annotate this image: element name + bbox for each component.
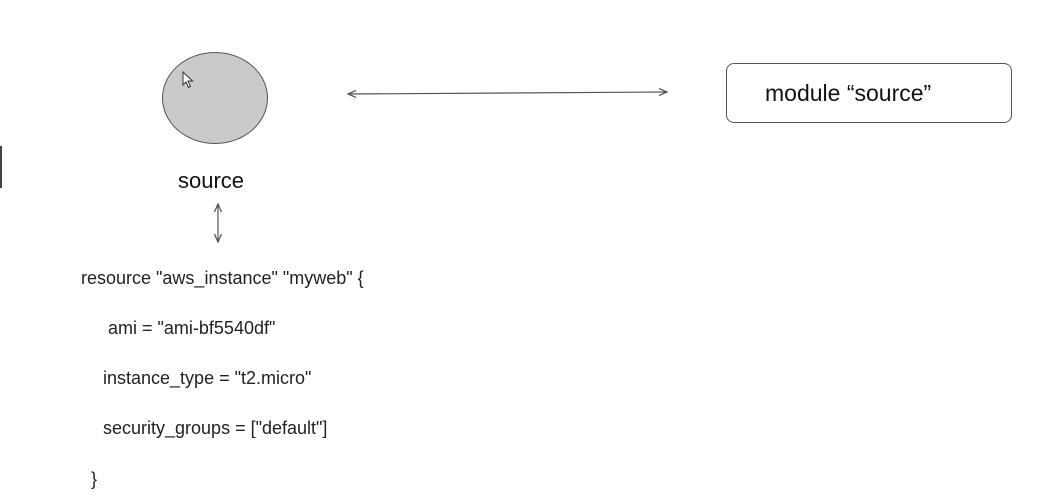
text-cursor-marker: [0, 146, 2, 188]
source-node-label: source: [177, 168, 245, 193]
code-line-security-groups: security_groups = ["default"]: [103, 418, 328, 438]
module-source-box: module “source”: [726, 63, 1012, 123]
code-line-resource: resource "aws_instance" "myweb" {: [81, 268, 364, 288]
module-source-label: module “source”: [765, 79, 932, 106]
code-line-closing-brace: }: [91, 469, 98, 489]
mouse-pointer-icon: [182, 71, 194, 89]
node-to-module-double-arrow: [348, 92, 667, 94]
source-node-circle: [162, 52, 268, 144]
code-line-instance-type: instance_type = "t2.micro": [103, 368, 312, 388]
code-line-ami: ami = "ami-bf5540df": [108, 318, 276, 338]
